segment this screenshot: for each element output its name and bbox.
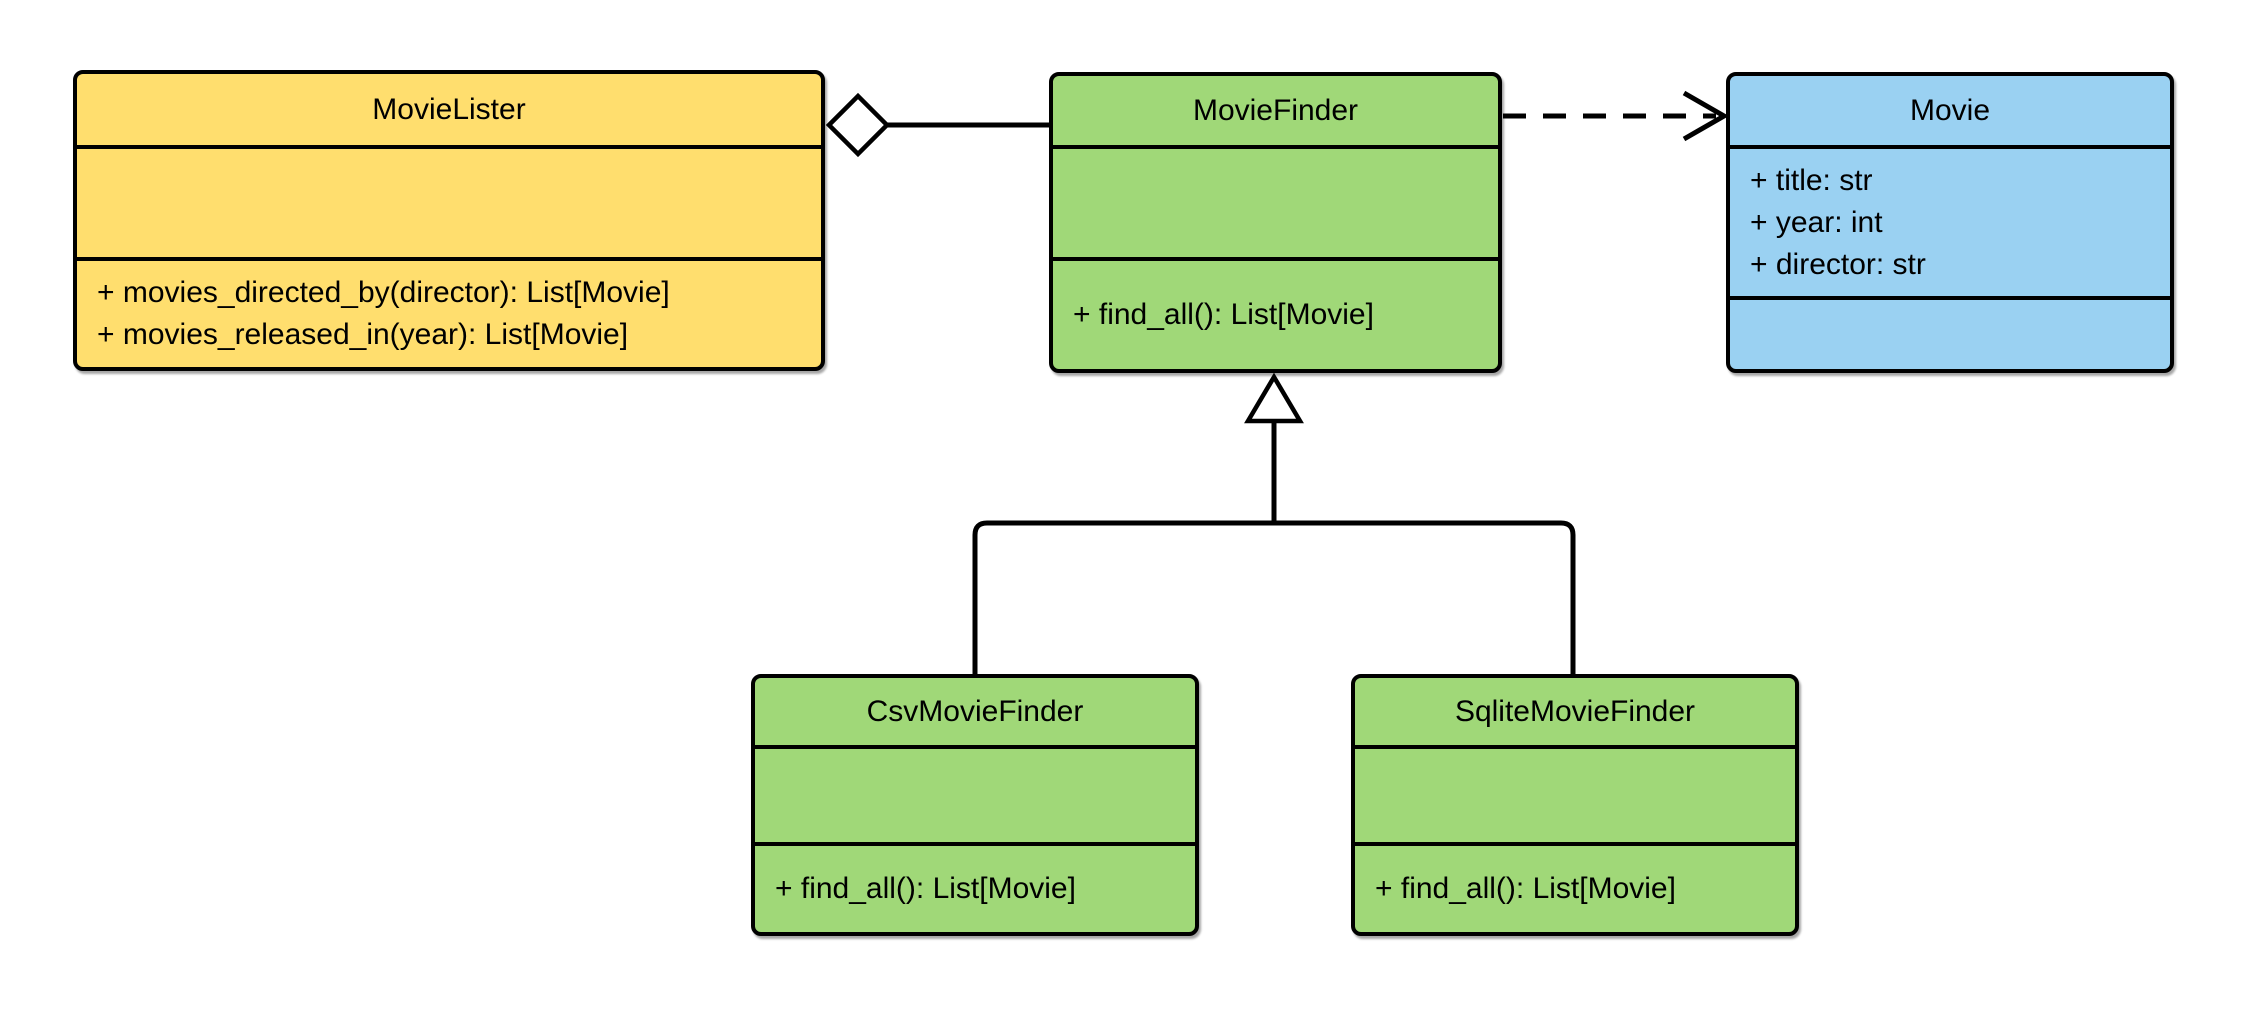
generalization-fork bbox=[972, 372, 1576, 674]
methods-compartment: + movies_directed_by(director): List[Mov… bbox=[77, 257, 821, 367]
attribute-item: + title: str bbox=[1750, 163, 1873, 197]
attributes-compartment bbox=[755, 745, 1195, 842]
attributes-compartment bbox=[1053, 145, 1498, 257]
method-item: + movies_released_in(year): List[Movie] bbox=[97, 318, 629, 351]
class-name: SqliteMovieFinder bbox=[1454, 694, 1696, 728]
class-moviefinder: MovieFinder + find_all(): List[Movie] bbox=[1049, 72, 1502, 373]
class-movielister: MovieLister + movies_directed_by(directo… bbox=[73, 70, 825, 371]
class-csvmoviefinder: CsvMovieFinder + find_all(): List[Movie] bbox=[751, 674, 1199, 936]
methods-compartment bbox=[1730, 296, 2170, 369]
dependency-arrowhead-icon bbox=[1682, 90, 1730, 142]
attribute-item: + year: int bbox=[1750, 205, 1883, 239]
attributes-compartment bbox=[1355, 745, 1795, 842]
class-name: MovieFinder bbox=[1192, 93, 1359, 127]
dependency-moviefinder-movie bbox=[1503, 90, 1730, 142]
attributes-compartment bbox=[77, 145, 821, 257]
attribute-item: + director: str bbox=[1750, 247, 1926, 281]
aggregation-movielister-moviefinder bbox=[825, 92, 1049, 158]
method-item: + find_all(): List[Movie] bbox=[1073, 298, 1374, 331]
generalization-branch-line bbox=[972, 520, 1576, 674]
method-item: + find_all(): List[Movie] bbox=[1375, 872, 1676, 905]
methods-compartment: + find_all(): List[Movie] bbox=[1053, 257, 1498, 369]
class-name: Movie bbox=[1909, 93, 1991, 127]
attributes-compartment: + title: str + year: int + director: str bbox=[1730, 145, 2170, 296]
method-item: + find_all(): List[Movie] bbox=[775, 872, 1076, 905]
class-name: MovieLister bbox=[372, 92, 526, 126]
methods-compartment: + find_all(): List[Movie] bbox=[755, 842, 1195, 932]
class-sqlitemoviefinder: SqliteMovieFinder + find_all(): List[Mov… bbox=[1351, 674, 1799, 936]
class-name: CsvMovieFinder bbox=[866, 694, 1084, 728]
aggregation-diamond-icon bbox=[825, 92, 891, 158]
method-item: + movies_directed_by(director): List[Mov… bbox=[97, 276, 670, 309]
generalization-triangle-icon bbox=[1244, 372, 1304, 424]
class-movie: Movie + title: str + year: int + directo… bbox=[1726, 72, 2174, 373]
methods-compartment: + find_all(): List[Movie] bbox=[1355, 842, 1795, 932]
